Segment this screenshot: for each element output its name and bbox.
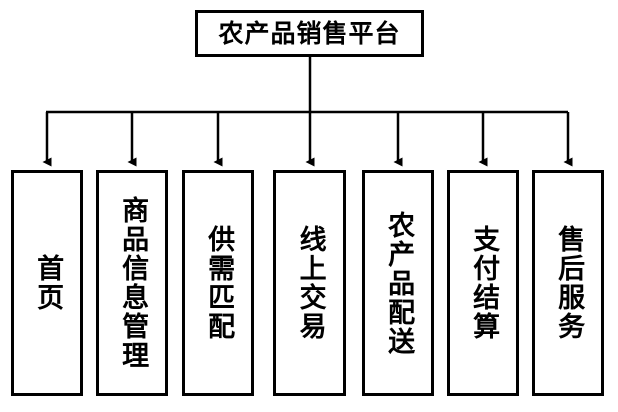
leaf-node-home[interactable]: 首页 bbox=[11, 170, 83, 396]
leaf-node-payment-settlement[interactable]: 支付结算 bbox=[447, 170, 519, 396]
leaf-node-label: 供需匹配 bbox=[203, 225, 235, 341]
root-node[interactable]: 农产品销售平台 bbox=[195, 10, 424, 57]
leaf-node-label: 售后服务 bbox=[553, 225, 585, 341]
leaf-node-supply-demand-matching[interactable]: 供需匹配 bbox=[182, 170, 254, 396]
leaf-node-label: 农产品配送 bbox=[383, 210, 415, 356]
leaf-node-label: 线上交易 bbox=[294, 225, 326, 341]
leaf-node-label: 商品信息管理 bbox=[117, 196, 149, 370]
root-node-label: 农产品销售平台 bbox=[218, 19, 401, 48]
leaf-node-online-trading[interactable]: 线上交易 bbox=[273, 170, 346, 396]
leaf-node-after-sales-service[interactable]: 售后服务 bbox=[532, 170, 604, 396]
leaf-node-label: 支付结算 bbox=[468, 225, 500, 341]
leaf-node-product-info-management[interactable]: 商品信息管理 bbox=[96, 170, 168, 396]
leaf-node-label: 首页 bbox=[32, 254, 64, 312]
leaf-node-agricultural-product-delivery[interactable]: 农产品配送 bbox=[362, 170, 434, 396]
